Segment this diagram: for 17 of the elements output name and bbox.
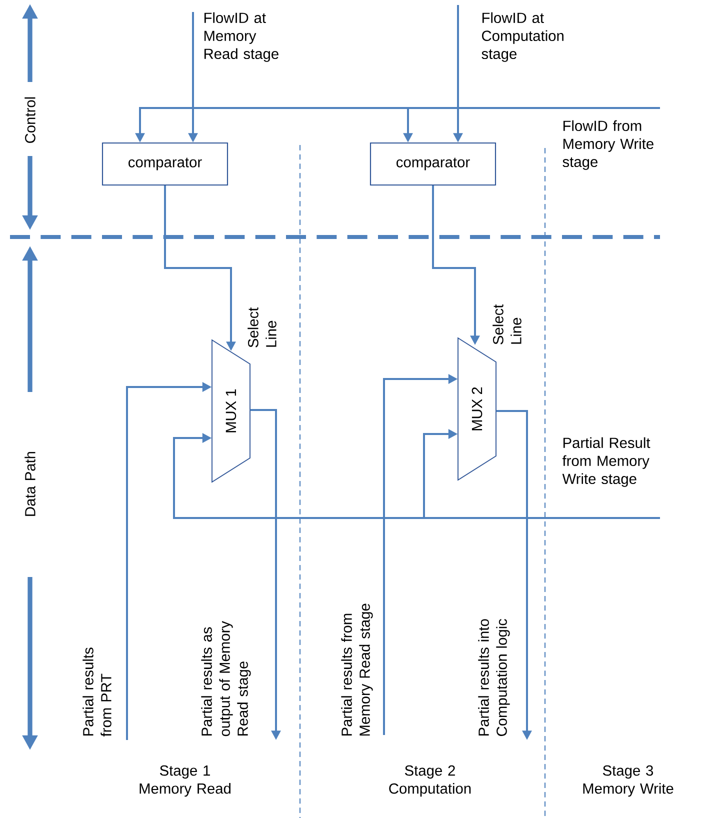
signal-label: Partial results from PRT (82, 648, 112, 737)
signal-label: Partial results into Computation logic (478, 618, 510, 736)
stage-label: Stage 3 Memory Write (583, 765, 674, 797)
arrow (423, 429, 660, 519)
edge-label: Select Line (248, 307, 276, 348)
signal-label: FlowID from Memory Write stage (562, 120, 654, 170)
signal-label: Partial results as output of Memory Read stage (201, 621, 251, 736)
signal-label: FlowID at Memory Read stage (204, 12, 278, 62)
section-label: Control (24, 97, 36, 143)
stage-label: Stage 2 Computation (389, 765, 471, 797)
signal-label: FlowID at Computation stage (482, 12, 564, 62)
comparator-box: comparator (370, 142, 496, 186)
signal-label: Partial Result from Memory Write stage (562, 437, 650, 487)
section-label: Data Path (24, 452, 36, 516)
stage-label: Stage 1 Memory Read (140, 765, 230, 797)
signal-label: Partial results from Memory Read stage (341, 604, 373, 736)
comparator-box: comparator (102, 142, 228, 186)
